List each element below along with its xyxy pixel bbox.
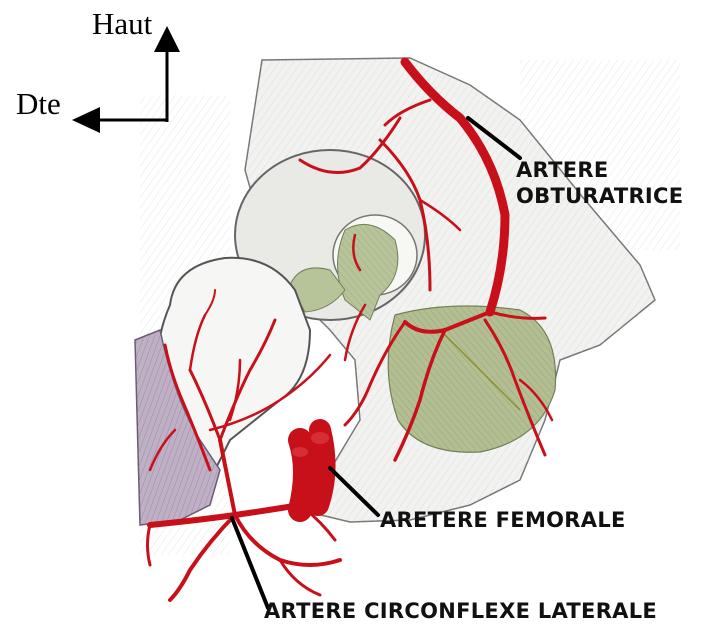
label-obturatrice-line1: ARTERE <box>516 157 683 183</box>
leader-line-circonflexe <box>232 518 268 608</box>
orientation-up-label: Haut <box>92 8 152 39</box>
arrow-left-icon <box>72 107 100 133</box>
arrow-up-icon <box>154 26 180 52</box>
label-artere-femorale: ARETERE FEMORALE <box>380 507 626 533</box>
label-obturatrice-line2: OBTURATRICE <box>516 183 683 209</box>
label-artere-circonflexe-laterale: ARTERE CIRCONFLEXE LATERALE <box>264 598 657 624</box>
label-artere-obturatrice: ARTERE OBTURATRICE <box>516 157 683 210</box>
orientation-right-label: Dte <box>16 88 61 119</box>
